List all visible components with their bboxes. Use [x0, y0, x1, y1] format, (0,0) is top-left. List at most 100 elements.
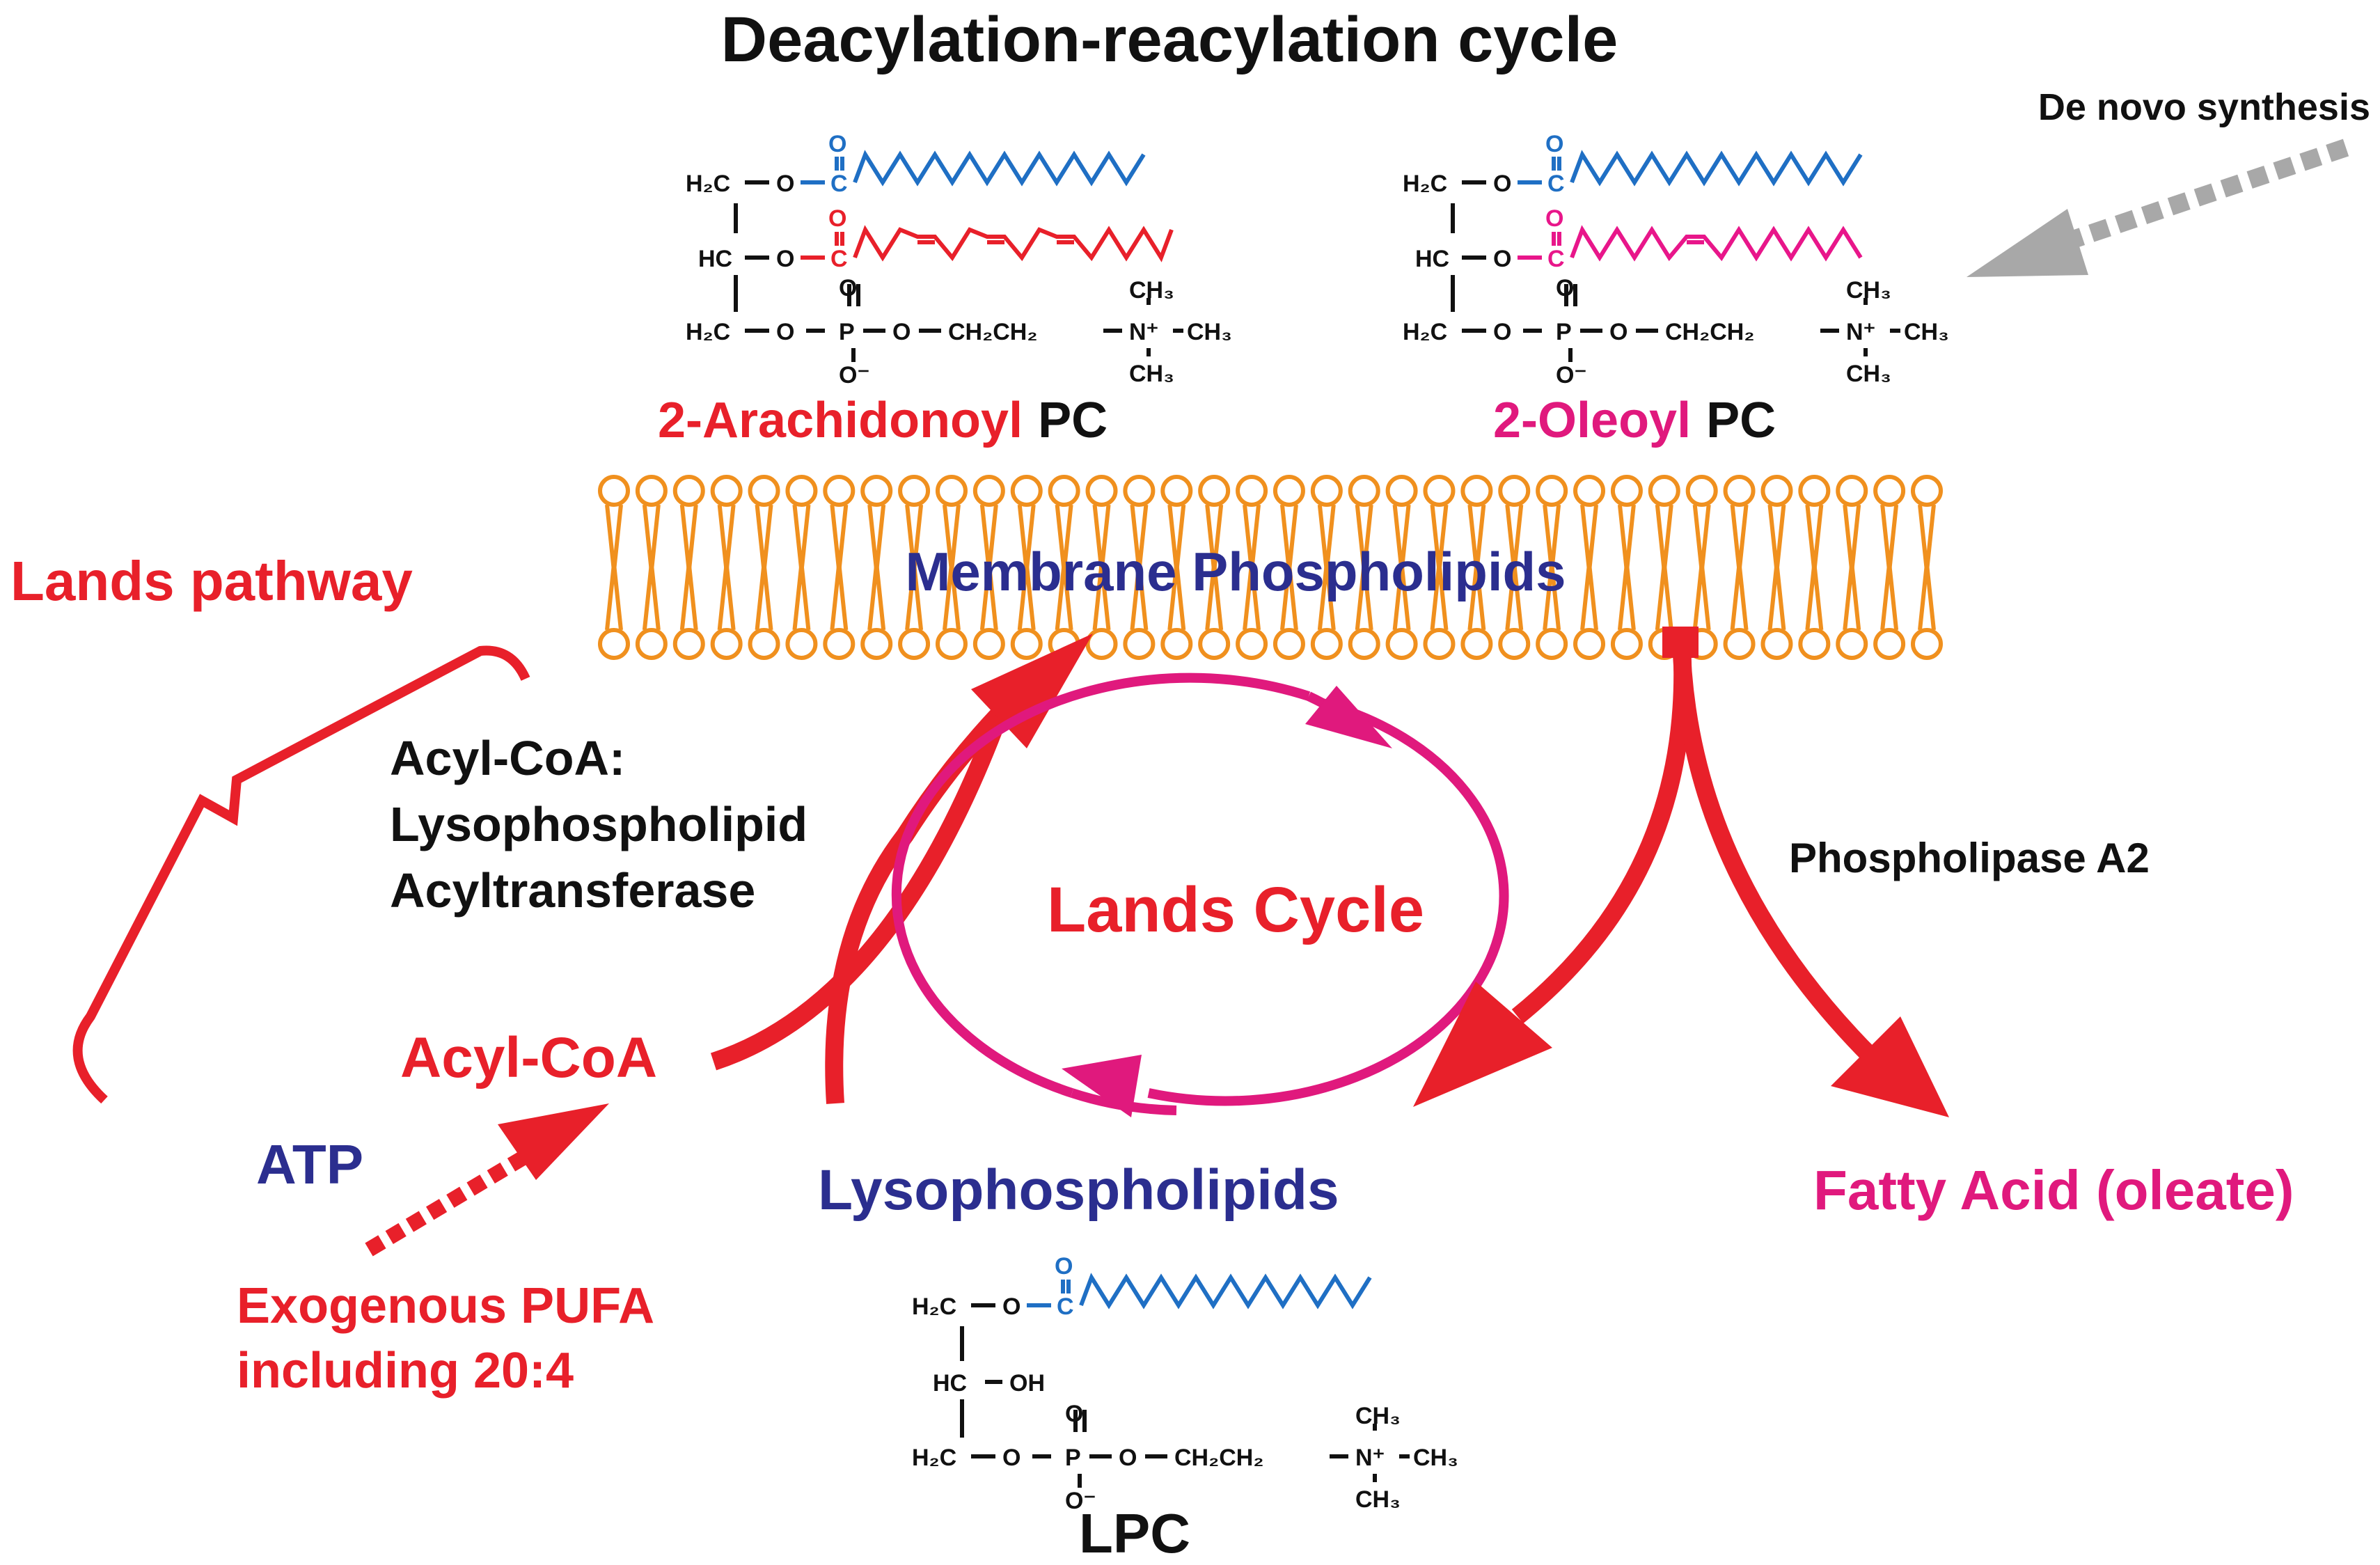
lipid-head [672, 628, 705, 660]
lipid-head [1873, 628, 1906, 660]
lipid-tail [679, 563, 698, 631]
svg-text:O⁻: O⁻ [1065, 1488, 1096, 1514]
svg-text:O: O [1556, 275, 1574, 301]
lipid-head [1385, 628, 1418, 660]
svg-text:P: P [839, 319, 855, 345]
svg-text:O: O [1545, 205, 1563, 232]
pla2-arrowhead-left [1413, 982, 1552, 1107]
lipid-head [1236, 475, 1268, 507]
lipid-tail [755, 563, 773, 631]
svg-text:O: O [892, 319, 911, 345]
svg-text:CH₂CH₂: CH₂CH₂ [1665, 319, 1754, 345]
lipid-head [1423, 628, 1456, 660]
svg-text:C: C [830, 171, 848, 197]
svg-text:H₂C: H₂C [1403, 319, 1447, 345]
pla2-arrows [1511, 633, 1879, 1065]
lands-cycle-arrowhead-top [1305, 686, 1392, 748]
reacylation-arrowhead [971, 634, 1093, 748]
lipid-tail [1880, 563, 1899, 631]
lysophospholipids-label: Lysophospholipids [818, 1158, 1339, 1222]
lipid-tail [1543, 563, 1561, 631]
lipid-tail [755, 504, 773, 572]
svg-text:CH₂CH₂: CH₂CH₂ [948, 319, 1037, 345]
lipid-head [972, 628, 1005, 660]
lipid-head [1423, 475, 1456, 507]
lipid-tail [1692, 504, 1711, 572]
lipid-tail [679, 504, 698, 572]
svg-text:H₂C: H₂C [686, 319, 730, 345]
svg-text:O: O [839, 275, 857, 301]
lipid-head [1798, 475, 1831, 507]
svg-text:O: O [776, 319, 794, 345]
svg-text:P: P [1065, 1445, 1081, 1471]
svg-text:O⁻: O⁻ [839, 362, 869, 388]
svg-text:CH₃: CH₃ [1355, 1486, 1401, 1513]
svg-text:C: C [1547, 246, 1565, 272]
lipid-head [1723, 475, 1756, 507]
lands-cycle-arrowhead-bottom [1062, 1055, 1142, 1117]
lipid-head [1272, 628, 1305, 660]
svg-text:CH₂CH₂: CH₂CH₂ [1174, 1445, 1263, 1471]
lipid-tail [1392, 563, 1411, 631]
lipid-head [598, 475, 630, 507]
lipid-tail [1843, 563, 1861, 631]
lipid-tail [1130, 563, 1149, 631]
lipid-head [860, 475, 893, 507]
lands-pathway-bracket [72, 645, 530, 1104]
svg-text:CH₃: CH₃ [1129, 361, 1174, 387]
lipid-head [898, 475, 931, 507]
lipid-head [785, 475, 818, 507]
svg-text:O: O [828, 205, 846, 232]
lipid-tail [642, 563, 661, 631]
svg-text:C: C [1547, 171, 1565, 197]
lipid-tail [1617, 504, 1636, 572]
lipid-head [1460, 475, 1493, 507]
svg-text:O⁻: O⁻ [1556, 362, 1586, 388]
svg-text:H₂C: H₂C [912, 1293, 956, 1320]
lipid-head [1610, 475, 1643, 507]
lipid-tail [1505, 563, 1524, 631]
lands-pathway-label: Lands pathway [10, 550, 413, 612]
lipid-tail [1805, 563, 1824, 631]
lands-cycle-label: Lands Cycle [1047, 874, 1424, 945]
svg-text:P: P [1556, 319, 1572, 345]
lipid-head [1573, 475, 1606, 507]
lipid-head [1911, 475, 1943, 507]
lipid-tail [1017, 563, 1036, 631]
svg-text:C: C [830, 246, 848, 272]
lipid-tail [1430, 563, 1449, 631]
lipid-head [1085, 628, 1118, 660]
lipid-head [898, 628, 931, 660]
svg-text:HC: HC [1415, 246, 1449, 272]
lipid-tail [605, 563, 623, 631]
lipid-head [748, 628, 780, 660]
lpc-label: LPC [1079, 1502, 1190, 1564]
lipid-head [1911, 628, 1943, 660]
lipid-tail [942, 563, 961, 631]
lipid-tail [1055, 563, 1073, 631]
lipid-head [1536, 628, 1568, 660]
lipid-head [1498, 475, 1531, 507]
oleoyl-pc-structure: H₂C HC H₂C O O O P O O⁻ O CH₂CH₂ N⁺ CH₃ … [1403, 131, 1949, 388]
lipid-tail [1655, 563, 1673, 631]
svg-text:H₂C: H₂C [686, 171, 730, 197]
lipid-tail [1918, 563, 1936, 631]
lipid-tail [1580, 504, 1599, 572]
svg-text:O: O [1119, 1445, 1137, 1471]
lipid-head [1760, 628, 1793, 660]
svg-text:O: O [1545, 131, 1563, 157]
lipid-head [1010, 628, 1043, 660]
lipid-tail [1767, 563, 1786, 631]
lipid-head [1385, 475, 1418, 507]
lipid-tail [1205, 563, 1224, 631]
lipid-tail [717, 563, 736, 631]
svg-text:O: O [1002, 1445, 1020, 1471]
enzyme-label-line2: Lysophospholipid [390, 797, 807, 851]
lipid-head [672, 475, 705, 507]
lipid-head [1610, 628, 1643, 660]
lipid-head [1310, 628, 1343, 660]
lipid-head [1536, 475, 1568, 507]
lipid-head [860, 628, 893, 660]
